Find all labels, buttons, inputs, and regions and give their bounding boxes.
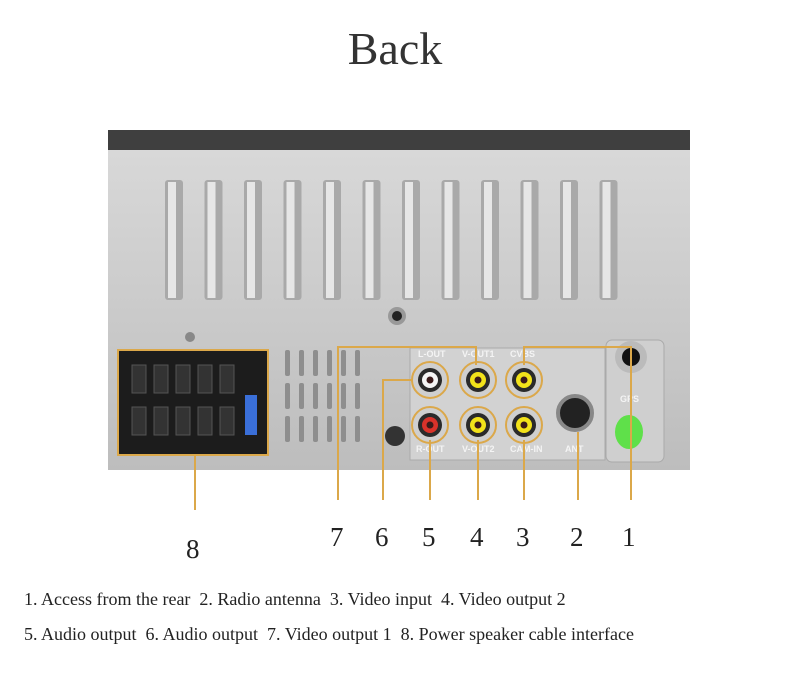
- callout-8: 8: [186, 534, 200, 564]
- qc-passed-sticker: [615, 415, 643, 449]
- vent-slot: [327, 383, 332, 409]
- screw: [185, 332, 195, 342]
- connector-pin: [175, 406, 191, 436]
- vent-slot: [285, 383, 290, 409]
- vent-slot: [355, 350, 360, 376]
- vent-slot: [285, 350, 290, 376]
- vent-slot: [299, 416, 304, 442]
- vent-slot: [313, 416, 318, 442]
- callout-1: 1: [622, 522, 636, 552]
- callout-4: 4: [470, 522, 484, 552]
- label-l-out: L-OUT: [418, 349, 446, 359]
- callout-5: 5: [422, 522, 436, 552]
- connector-pin: [219, 406, 235, 436]
- vent-slot: [341, 416, 346, 442]
- cooling-fins: [165, 180, 618, 300]
- connector-pin: [153, 364, 169, 394]
- leader-lines: [117, 346, 632, 510]
- connector-pin: [153, 406, 169, 436]
- callout-7: 7: [330, 522, 344, 552]
- small-jack: [385, 426, 405, 446]
- label-cvbs: CVBS: [510, 349, 535, 359]
- page-title: Back: [347, 23, 443, 74]
- vent-slot: [355, 416, 360, 442]
- vent-slot: [341, 350, 346, 376]
- vent-slot: [285, 416, 290, 442]
- vent-slot: [313, 350, 318, 376]
- fuse: [245, 395, 257, 435]
- vent-slot: [327, 416, 332, 442]
- connector-pin: [131, 364, 147, 394]
- vent-slot: [313, 383, 318, 409]
- caption-line-1: 1. Access from the rear 2. Radio antenna…: [24, 589, 566, 609]
- label-cam-in: CAM-IN: [510, 444, 543, 454]
- connector-pin: [197, 364, 213, 394]
- connector-pin: [131, 406, 147, 436]
- callout-6: 6: [375, 522, 389, 552]
- vent-slot: [327, 350, 332, 376]
- connector-pin: [219, 364, 235, 394]
- antenna-port: [556, 394, 594, 432]
- top-panel: [108, 130, 690, 152]
- vent-slot: [341, 383, 346, 409]
- caption-line-2: 5. Audio output 6. Audio output 7. Video…: [24, 624, 634, 644]
- vent-slot: [299, 383, 304, 409]
- label-v-out1: V-OUT1: [462, 349, 495, 359]
- connector-pin: [197, 406, 213, 436]
- connector-pin: [175, 364, 191, 394]
- label-gps: GPS: [620, 394, 639, 404]
- vent-slot: [355, 383, 360, 409]
- callout-3: 3: [516, 522, 530, 552]
- vent-slot: [299, 350, 304, 376]
- callout-2: 2: [570, 522, 584, 552]
- label-ant: ANT: [565, 444, 584, 454]
